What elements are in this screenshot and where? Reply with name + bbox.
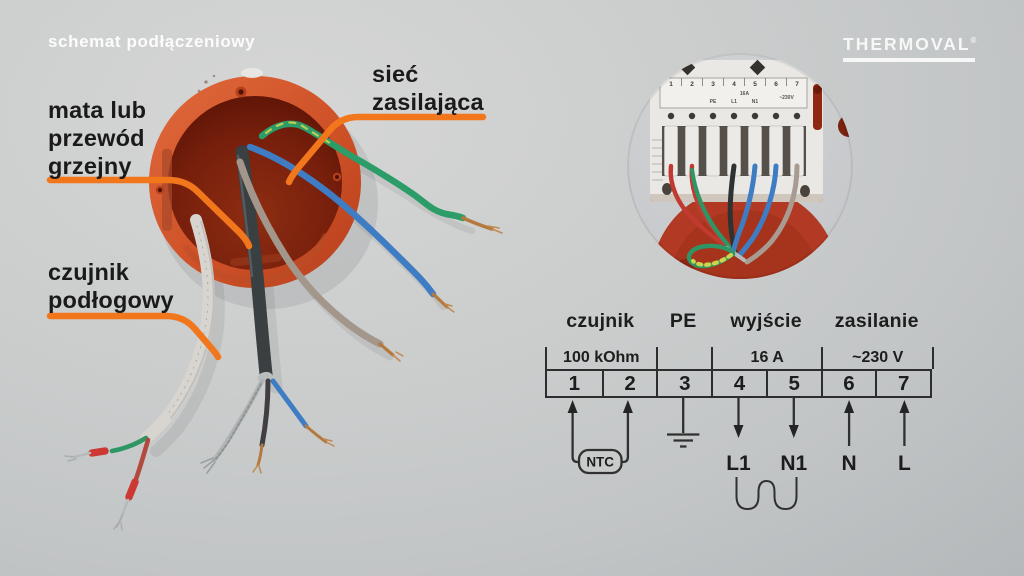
inset-wire-gray: [744, 163, 800, 265]
inset-strip-number: 7: [795, 81, 799, 88]
callout-line-sensor: [46, 312, 222, 361]
thermostat-inset-photo: 1 2 3 4 5 6 7 PE 16A L1 N1 ~230V: [627, 53, 853, 279]
inset-wire-blue: [736, 163, 779, 259]
sensor-lead-green: [109, 435, 149, 454]
inset-strip-number: 4: [732, 81, 736, 88]
inset-hole-round: [800, 185, 810, 197]
rating-output: 16 A: [710, 347, 822, 369]
inset-marking-amp: 16A: [740, 91, 750, 97]
wire-label-l1: L1: [726, 452, 751, 475]
arrow-up: [844, 400, 855, 413]
page-title: schemat podłączeniowy: [48, 32, 256, 51]
terminal-diagram: czujnik PE wyjście zasilanie 100 kOhm 16…: [545, 310, 934, 398]
wire-blue-inner: [270, 378, 309, 429]
inset-wire-blue: [730, 163, 758, 257]
terminal-2: 2: [601, 371, 657, 396]
copper-tip: [461, 216, 494, 231]
ferrule-red: [125, 478, 139, 501]
inset-strip-number: 6: [774, 81, 778, 88]
inset-wire-green: [689, 167, 736, 255]
inset-strip-number: 2: [690, 81, 694, 88]
ntc-label: NTC: [586, 455, 614, 470]
inset-strip-number: 3: [711, 81, 715, 88]
plaster-blob: [241, 68, 263, 78]
inset-screw-post: [813, 84, 822, 130]
inset-marking-volt: ~230V: [779, 95, 794, 101]
callout-label-heating: mata lub przewód grzejny: [48, 97, 147, 179]
heating-element-symbol: [735, 477, 798, 511]
terminal-7: 7: [875, 371, 930, 396]
rating-sensor: 100 kOhm: [545, 347, 656, 369]
copper-tip: [378, 342, 395, 357]
callout-line-mains: [285, 113, 487, 186]
inset-hole-round: [662, 183, 672, 195]
callout-line-heating: [46, 176, 253, 250]
wire-beige: [236, 158, 384, 348]
ntc-box: [577, 448, 623, 475]
arrow-up: [567, 400, 578, 413]
thermoval-logo: THERMOVAL®: [843, 34, 977, 62]
rating-supply: ~230 V: [821, 347, 932, 369]
terminal-1: 1: [568, 371, 581, 395]
arrow-down: [733, 425, 744, 438]
arrow-up: [622, 400, 633, 413]
terminal-diagram-connections: NTC L1 N1 N L: [567, 397, 911, 511]
copper-tip: [431, 292, 449, 309]
terminal-cells: 1 2 3 4 5 6 7: [545, 369, 932, 398]
terminal-6: 6: [820, 371, 876, 396]
copper-tip: [304, 424, 328, 444]
ferrule-red: [88, 447, 109, 457]
wire-label-l: L: [898, 452, 911, 475]
wire-label-n1: N1: [780, 452, 807, 475]
callout-label-mains: sieć zasilająca: [372, 61, 484, 115]
logo-text: THERMOVAL: [843, 34, 971, 54]
inset-strip-number: 1: [669, 81, 673, 88]
registered-mark: ®: [970, 36, 977, 46]
shield-braid: [211, 378, 265, 463]
group-header-czujnik: czujnik: [566, 310, 635, 332]
group-header-pe: PE: [669, 310, 697, 332]
wire-blue: [246, 143, 437, 298]
group-header-zasilanie: zasilanie: [834, 310, 919, 332]
inset-strip-number: 5: [753, 81, 757, 88]
arrow-up: [899, 400, 910, 413]
terminal-group-headers: czujnik PE wyjście zasilanie: [545, 310, 932, 338]
inset-marking-n1: N1: [752, 99, 759, 105]
wire-label-n: N: [842, 452, 857, 475]
terminal-group-ratings: 100 kOhm 16 A ~230 V: [545, 347, 934, 369]
ground-symbol: [667, 397, 700, 448]
terminal-3: 3: [656, 371, 711, 396]
terminal-5: 5: [765, 371, 821, 396]
logo-underline: [843, 58, 975, 62]
inset-wire-red: [668, 163, 726, 247]
junction-box-photo: [46, 68, 503, 531]
group-header-wyjscie: wyjście: [730, 310, 802, 332]
wire-black-inner: [259, 378, 271, 448]
callout-label-sensor: czujnik podłogowy: [48, 259, 174, 313]
rating-pe: [655, 347, 711, 369]
inset-marking-pe: PE: [710, 99, 717, 105]
terminal-4: 4: [711, 371, 766, 396]
arrow-down: [788, 425, 799, 438]
copper-tip: [256, 443, 264, 467]
inset-box-boss: [804, 263, 822, 279]
callout-lines: [46, 113, 487, 361]
sensor-lead-red: [133, 437, 151, 482]
inset-marking-l1: L1: [731, 99, 737, 105]
cable-sensor-white: [140, 214, 215, 444]
inset-terminal-strip: [659, 77, 808, 109]
